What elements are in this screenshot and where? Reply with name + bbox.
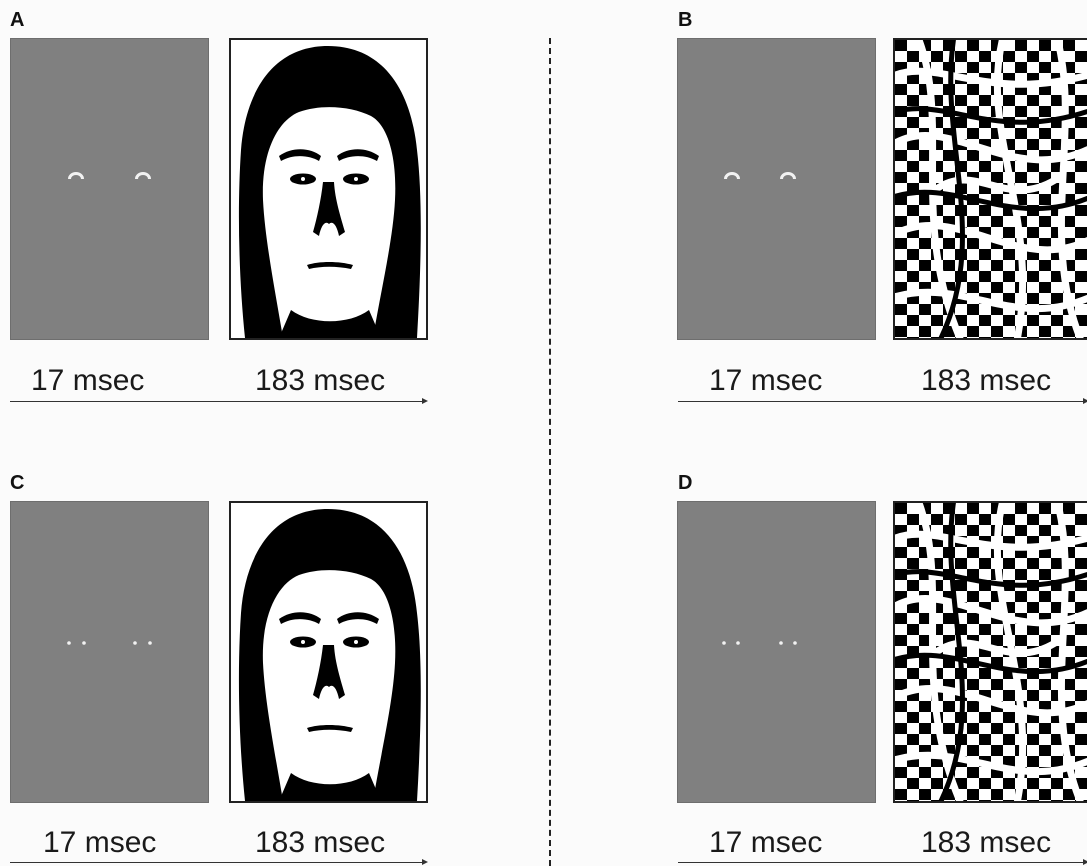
cue-frame-eye-whites [10,38,209,340]
timeline-arrow [10,398,428,404]
target-duration-label: 183 msec [255,364,386,397]
mask-pattern-frame [893,501,1087,803]
noise-mask-icon [895,40,1087,338]
panel-letter-d: D [678,472,693,494]
face-icon [231,503,426,801]
timeline-arrow [678,398,1087,404]
target-duration-label: 183 msec [921,826,1052,859]
cue-duration-label: 17 msec [43,826,157,859]
target-duration-label: 183 msec [921,364,1052,397]
face-icon [231,40,426,338]
cue-frame-eye-dots [677,501,876,803]
timeline-arrow [10,859,428,865]
eye-whites-icon [724,172,796,179]
eye-whites-icon [68,172,151,179]
panel-letter-b: B [678,9,693,31]
center-dashed-divider [549,38,551,866]
noise-mask-icon [895,503,1087,801]
eye-dots-icon [67,641,152,645]
eye-dots-icon [722,641,797,645]
cue-duration-label: 17 msec [709,364,823,397]
face-photo-frame [229,38,428,340]
cue-duration-label: 17 msec [709,826,823,859]
timeline-arrow [678,859,1087,865]
mask-pattern-frame [893,38,1087,340]
target-duration-label: 183 msec [255,826,386,859]
face-photo-frame [229,501,428,803]
cue-frame-eye-dots [10,501,209,803]
panel-letter-a: A [10,9,25,31]
cue-duration-label: 17 msec [31,364,145,397]
cue-frame-eye-whites [677,38,876,340]
panel-letter-c: C [10,472,25,494]
